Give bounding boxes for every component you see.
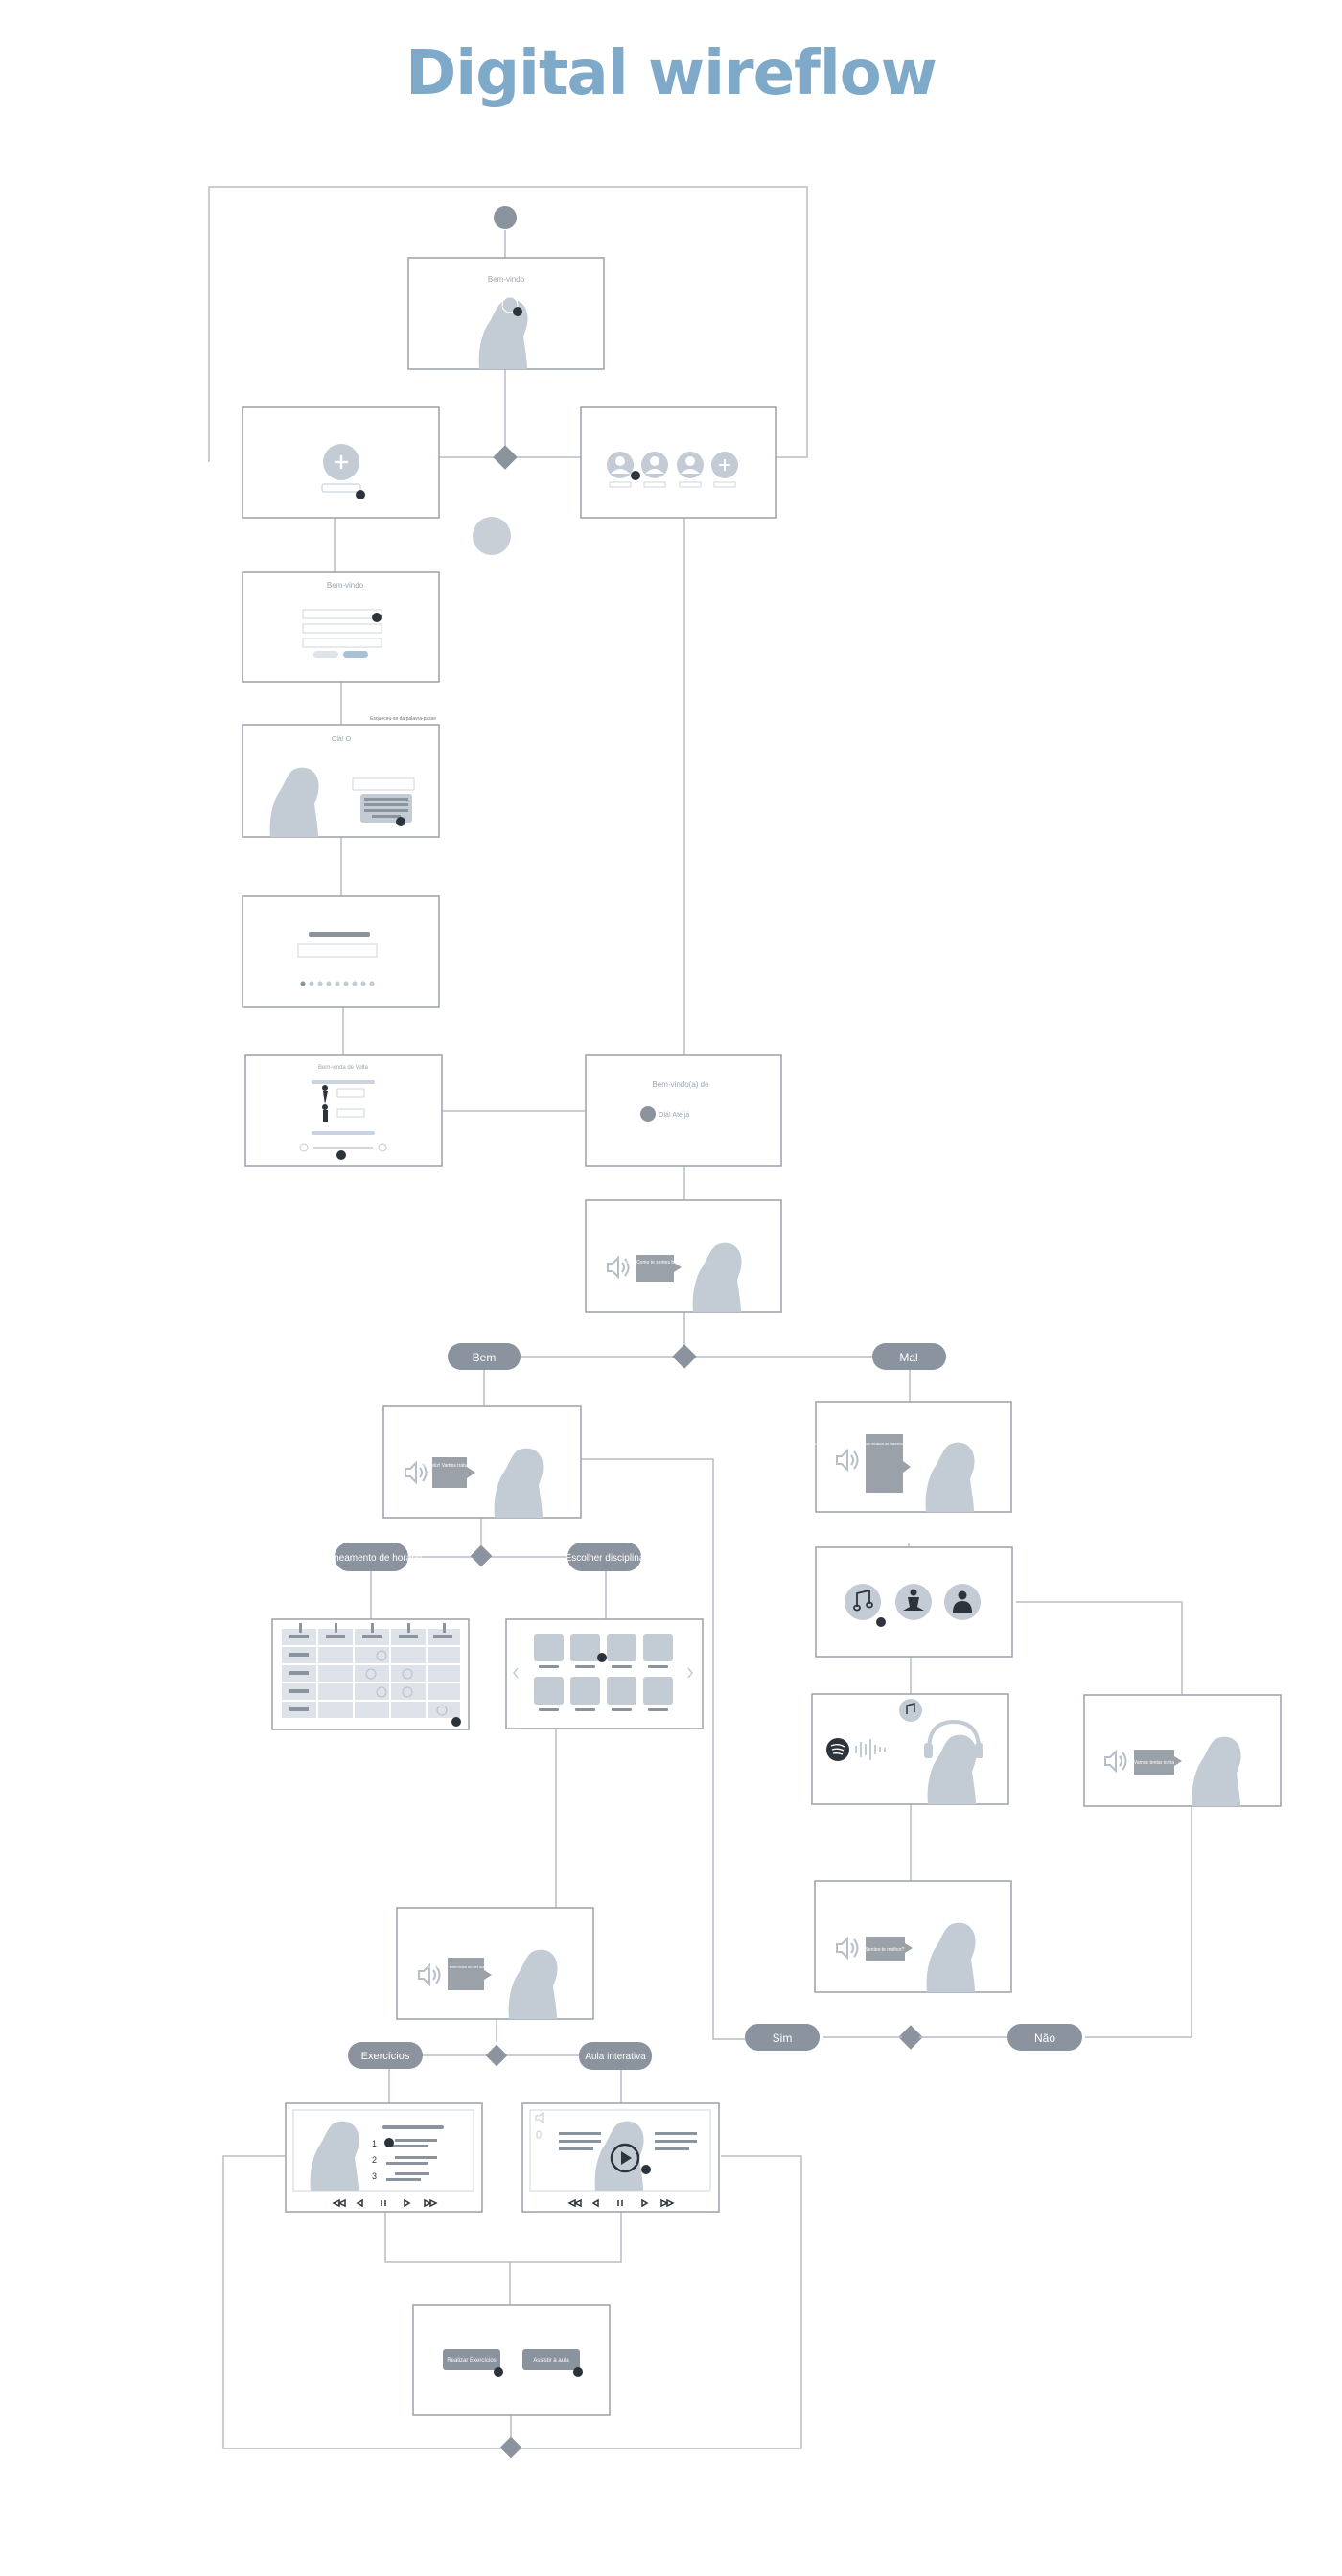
decision-nao	[1007, 2024, 1082, 2051]
profile-title: Bem-vinda de Volta	[318, 1065, 369, 1071]
screen-login[interactable]: Bem-vindo	[242, 571, 440, 683]
decision-diamond	[672, 1344, 697, 1369]
decision-mal	[872, 1343, 946, 1370]
password-field[interactable]	[302, 638, 382, 648]
decision-diamond	[898, 2025, 923, 2050]
screen-choose-activity: Queres fazer exercícios ou ver aula inte…	[396, 1907, 594, 2020]
decision-escolher-label: Escolher disciplina	[566, 1553, 645, 1564]
decision-planeamento-label: Planeamento de horário	[320, 1553, 423, 1564]
decision-nao-label: Não	[1034, 2031, 1055, 2045]
realizar-exercicios-label[interactable]: Realizar Exercícios	[447, 2358, 496, 2364]
music-icon[interactable]	[845, 1584, 881, 1620]
back-button[interactable]	[313, 651, 338, 658]
email-field[interactable]	[302, 609, 382, 619]
decision-diamond	[470, 1544, 493, 1567]
forgot-password-link[interactable]: Esqueceu-se da palavra-passe	[370, 716, 436, 722]
bubble-mood-text: Olá! Como te sentes hoje?	[626, 1260, 683, 1265]
assistir-aula-label[interactable]: Assistir à aula	[533, 2358, 569, 2364]
svg-text:3: 3	[372, 2171, 377, 2181]
mood-option-label[interactable]: Olá! Até já	[659, 1112, 689, 1119]
screen-create-account[interactable]	[242, 406, 440, 519]
decision-bem-label: Bem	[473, 1351, 497, 1364]
male-icon[interactable]	[322, 1104, 328, 1122]
screen-music-player[interactable]	[811, 1693, 1009, 1805]
login-button[interactable]	[343, 651, 368, 658]
decision-diamond	[485, 2044, 508, 2067]
decision-mal-label: Mal	[899, 1351, 917, 1364]
decision-sim-label: Sim	[773, 2031, 793, 2045]
name-field[interactable]	[352, 777, 415, 791]
decision-aula	[579, 2042, 652, 2070]
mood-option-icon[interactable]	[640, 1106, 656, 1122]
screen-good: Fico feliz! Vamos trabalhar?	[382, 1405, 582, 1519]
screen-bad: Lamento. O que achas de ouvirmos música …	[810, 1401, 1012, 1513]
screen-schedule[interactable]	[271, 1618, 470, 1730]
bubble-feel-text: Sentes-te melhor?	[866, 1947, 905, 1953]
decision-exercicios	[348, 2042, 423, 2069]
decision-sim	[745, 2024, 820, 2051]
music-icon	[899, 1699, 922, 1722]
decorative-circle	[473, 517, 511, 555]
screen-how-are-you: Olá! Como te sentes hoje?	[585, 1199, 782, 1313]
screen-activities[interactable]	[815, 1546, 1013, 1658]
screen-feel-better: Sentes-te melhor?	[814, 1880, 1012, 1993]
screen-name-input[interactable]: Olá! O	[242, 724, 440, 838]
headphones-icon	[927, 1719, 981, 1751]
play-icon[interactable]	[610, 2143, 640, 2173]
mood-title: Bem-vindo(a) de	[652, 1080, 709, 1089]
screen-profile[interactable]: Bem-vinda de Volta	[244, 1054, 443, 1167]
screen-subjects[interactable]	[505, 1618, 704, 1729]
female-icon[interactable]	[322, 1085, 328, 1104]
svg-text:1: 1	[372, 2139, 377, 2148]
decision-aula-label: Aula interativa	[585, 2052, 646, 2062]
name-title: Olá! O	[332, 736, 352, 743]
spotify-icon[interactable]	[826, 1738, 849, 1761]
screen-interactive-class[interactable]	[521, 2102, 720, 2213]
realizar-exercicios-button[interactable]	[443, 2349, 500, 2370]
decision-diamond	[493, 445, 518, 470]
speech-bubble	[636, 1255, 682, 1282]
login-title: Bem-vindo	[327, 581, 364, 590]
connector-lines	[208, 186, 1192, 2449]
screen-onboarding	[242, 895, 440, 1008]
playback-controls[interactable]	[332, 2198, 438, 2208]
decision-bem	[448, 1343, 521, 1370]
bubble-other-text: Vamos tentar outra	[1134, 1760, 1174, 1766]
welcome-title: Bem-vindo	[488, 275, 525, 284]
bubble-good-text: Fico feliz! Vamos trabalhar?	[420, 1463, 479, 1469]
svg-text:2: 2	[372, 2155, 377, 2165]
screen-final-choice[interactable]: Realizar Exercícios Assistir à aula	[412, 2304, 611, 2416]
decision-escolher	[567, 1543, 641, 1571]
bubble-bad-text: Lamento. O que achas de ouvirmos música …	[810, 1441, 960, 1446]
page-title: Digital wireflow	[405, 38, 937, 109]
username-field[interactable]	[302, 623, 382, 634]
screen-mood-welcome[interactable]: Bem-vindo(a) de Olá! Até já	[585, 1054, 782, 1167]
start-node	[494, 206, 517, 229]
bubble-choose-text: Queres fazer exercícios ou ver aula inte…	[427, 1964, 506, 1969]
screen-choose-user[interactable]	[580, 406, 777, 519]
decision-planeamento	[335, 1543, 408, 1571]
screen-exercises[interactable]: 1 2 3	[285, 2102, 483, 2213]
screen-try-another: Vamos tentar outra	[1083, 1694, 1282, 1807]
assistir-aula-button[interactable]	[522, 2349, 580, 2370]
playback-controls[interactable]	[567, 2198, 675, 2208]
screen-welcome: Bem-vindo	[407, 257, 605, 370]
decision-exercicios-label: Exercícios	[361, 2051, 410, 2062]
decision-diamond	[499, 2436, 522, 2459]
